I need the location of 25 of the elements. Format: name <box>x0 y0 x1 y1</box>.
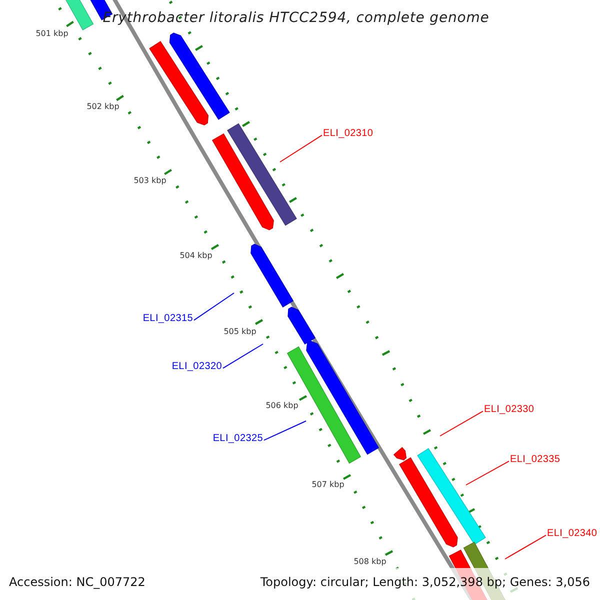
scale-label: 501 kbp <box>36 30 68 38</box>
leader-line <box>222 344 264 369</box>
gene-label: ELI_02325 <box>212 434 263 444</box>
scale-label: 508 kbp <box>354 558 386 566</box>
scale-label: 502 kbp <box>86 103 120 111</box>
gene-label: ELI_02330 <box>484 405 534 415</box>
gene-label: ELI_02320 <box>172 362 222 372</box>
scale-label: 503 kbp <box>134 177 166 185</box>
scale-label: 504 kbp <box>180 252 212 260</box>
leader-line <box>264 420 306 441</box>
gene-label: ELI_02310 <box>323 129 374 139</box>
accession-text: Accession: NC_007722 <box>9 576 146 588</box>
gene-label: ELI_02335 <box>510 455 560 465</box>
leader-line <box>194 292 234 321</box>
gene-label: ELI_02340 <box>547 529 598 539</box>
leader-line <box>440 410 484 436</box>
leader-line <box>280 134 322 162</box>
leader-line <box>466 460 510 486</box>
leader-line <box>504 534 546 560</box>
gene-label: ELI_02315 <box>142 314 193 324</box>
scale-label: 506 kbp <box>266 402 298 410</box>
genome-info-text: Topology: circular; Length: 3,052,398 bp; Genes: 3,056 <box>260 576 590 588</box>
scale-label: 505 kbp <box>224 328 256 336</box>
scale-label: 507 kbp <box>312 481 344 489</box>
title: Erythrobacter litoralis HTCC2594, complete genome <box>102 11 490 25</box>
